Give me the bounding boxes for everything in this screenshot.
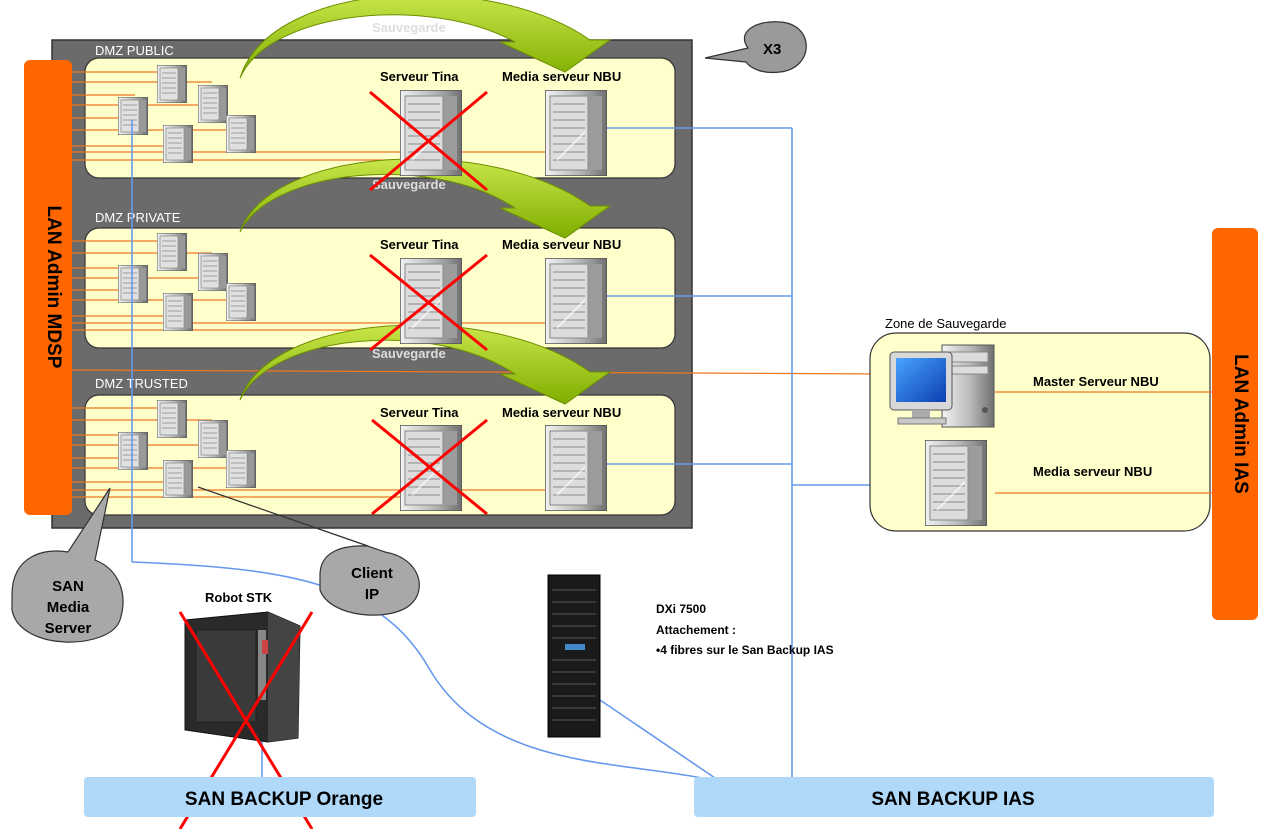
lan-admin-mdsp-bar: [24, 60, 72, 515]
lan-link-master: [71, 369, 891, 375]
san-media-server-callout: SAN Media Server: [11, 487, 124, 643]
backup-arrow-label-trusted: Sauvegarde: [372, 346, 446, 361]
lan-admin-ias-bar: [1212, 228, 1258, 620]
tina-label-trusted: Serveur Tina: [380, 405, 459, 420]
callout-client-line2: IP: [365, 586, 379, 603]
callout-san-line1: SAN: [52, 578, 84, 595]
robot-stk-icon: [184, 611, 301, 743]
zone-label-public: DMZ PUBLIC: [95, 43, 174, 58]
media-label-trusted: Media serveur NBU: [502, 405, 621, 420]
lan-admin-ias-label: LAN Admin IAS: [1230, 354, 1251, 494]
dxi-line1: DXi 7500: [656, 602, 706, 616]
master-server-icon: [889, 344, 995, 428]
media-server-private: [545, 258, 607, 344]
backup-zone-media-label: Media serveur NBU: [1033, 464, 1152, 479]
backup-arrow-trusted: [239, 324, 612, 405]
media-label-public: Media serveur NBU: [502, 69, 621, 84]
callout-client-line1: Client: [351, 565, 393, 582]
x3-callout: X3: [704, 21, 807, 74]
dxi-line3: •4 fibres sur le San Backup IAS: [656, 643, 834, 657]
master-server-label: Master Serveur NBU: [1033, 374, 1159, 389]
lan-links-trusted: [72, 407, 548, 498]
cross-tina-private: [369, 253, 488, 352]
media-server-public: [545, 90, 607, 176]
lan-admin-mdsp-label: LAN Admin MDSP: [43, 206, 64, 369]
zone-label-trusted: DMZ TRUSTED: [95, 376, 188, 391]
san-backup-ias-bar: [694, 777, 1214, 817]
backup-arrow-label-public: Sauvegarde: [372, 20, 446, 35]
lan-links-public: [72, 71, 548, 161]
tina-label-private: Serveur Tina: [380, 237, 459, 252]
lan-links-private: [72, 240, 548, 331]
client-ip-callout: Client IP: [197, 486, 420, 616]
media-server-trusted: [545, 425, 607, 511]
dxi-7500-rack: [547, 574, 601, 738]
backup-arrow-public: [239, 0, 612, 79]
dxi-line2: Attachement :: [656, 623, 736, 637]
san-backup-ias-label: SAN BACKUP IAS: [871, 789, 1034, 810]
callout-san-line3: Server: [45, 620, 92, 637]
media-label-private: Media serveur NBU: [502, 237, 621, 252]
backup-arrow-label-private: Sauvegarde: [372, 177, 446, 192]
fiber-links: [131, 120, 935, 781]
cross-tina-trusted: [371, 418, 488, 516]
san-backup-orange-bar: [84, 777, 476, 817]
cross-tina-public: [369, 90, 488, 192]
backup-zone-media-server: [925, 440, 987, 526]
robot-label: Robot STK: [205, 590, 273, 605]
backup-arrow-private: [239, 158, 612, 239]
callout-san-line2: Media: [47, 599, 90, 616]
san-backup-orange-label: SAN BACKUP Orange: [185, 789, 383, 810]
x3-label: X3: [763, 41, 781, 58]
backup-zone-title: Zone de Sauvegarde: [885, 316, 1006, 331]
zone-label-private: DMZ PRIVATE: [95, 210, 181, 225]
tina-label-public: Serveur Tina: [380, 69, 459, 84]
